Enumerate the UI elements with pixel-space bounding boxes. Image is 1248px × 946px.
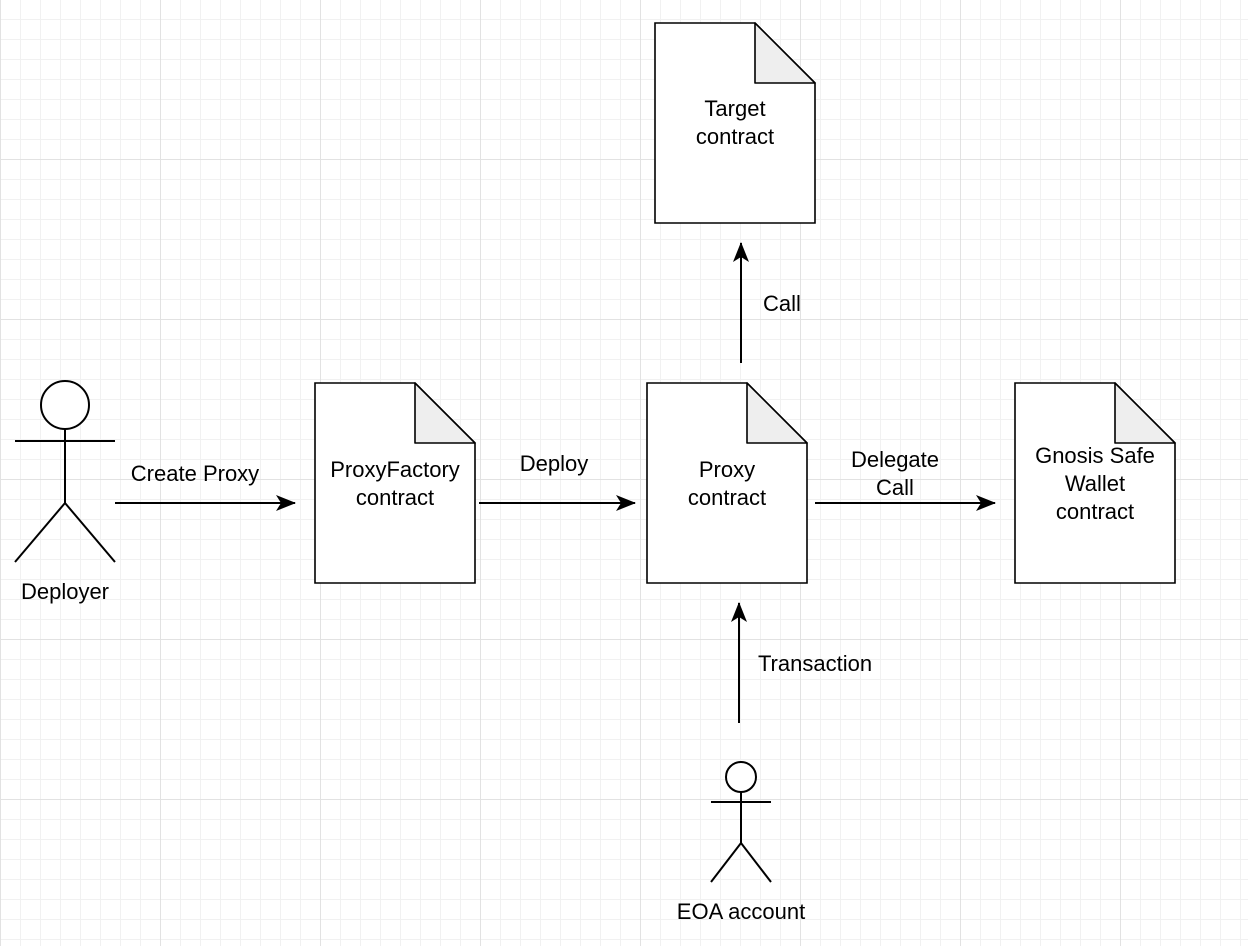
eoa-account-label: EOA account xyxy=(676,899,806,924)
eoa-actor-icon[interactable] xyxy=(710,761,772,883)
proxy-contract-label: Proxy contract xyxy=(687,457,767,510)
proxy-factory-label: ProxyFactory contract xyxy=(330,457,460,510)
gnosis-safe-label: Gnosis Safe Wallet contract xyxy=(1035,443,1155,524)
page-fold-icon xyxy=(746,382,808,444)
proxy-factory-node[interactable] xyxy=(314,382,476,584)
target-contract-label: Target contract xyxy=(695,96,775,149)
target-contract-node[interactable] xyxy=(654,22,816,224)
page-fold-icon xyxy=(754,22,816,84)
deployer-label: Deployer xyxy=(20,579,110,604)
gnosis-safe-node[interactable] xyxy=(1014,382,1176,584)
deploy-label: Deploy xyxy=(519,451,589,476)
delegate-call-label: Delegate Call xyxy=(850,447,940,500)
page-fold-icon xyxy=(414,382,476,444)
deployer-actor-icon[interactable] xyxy=(14,380,116,563)
call-label: Call xyxy=(763,291,801,316)
create-proxy-label: Create Proxy xyxy=(130,461,260,486)
page-fold-icon xyxy=(1114,382,1176,444)
transaction-label: Transaction xyxy=(757,651,873,676)
proxy-contract-node[interactable] xyxy=(646,382,808,584)
